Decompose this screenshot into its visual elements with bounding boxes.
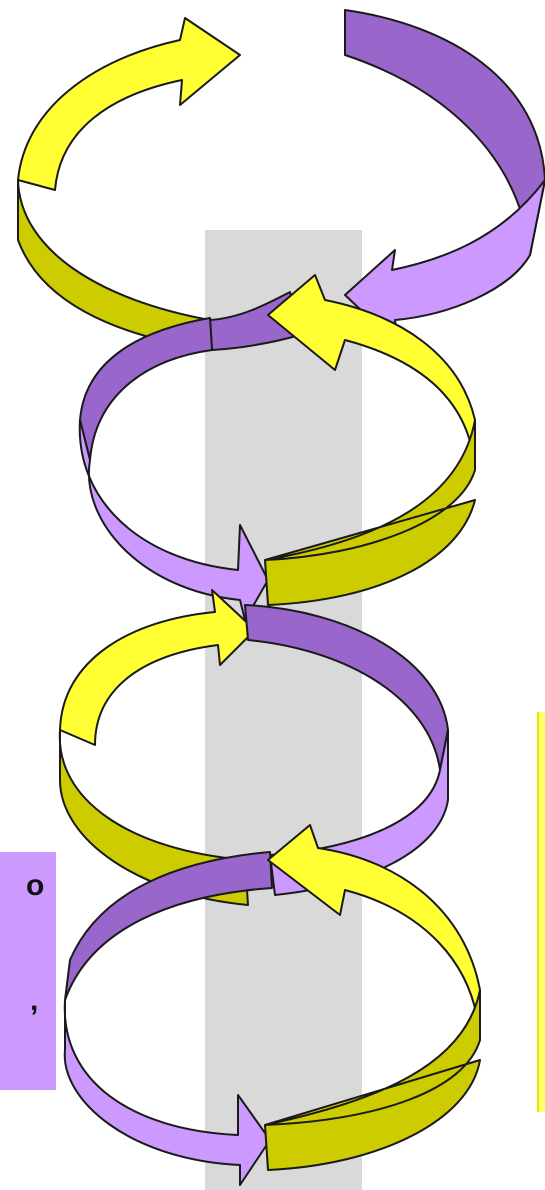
left-panel-text-line-1: o	[26, 869, 44, 902]
right-panel-background	[538, 712, 545, 1112]
center-axis-bar	[205, 230, 362, 1190]
right-text-panel	[538, 712, 545, 1112]
left-panel-text-line-2: ,	[30, 984, 38, 1017]
